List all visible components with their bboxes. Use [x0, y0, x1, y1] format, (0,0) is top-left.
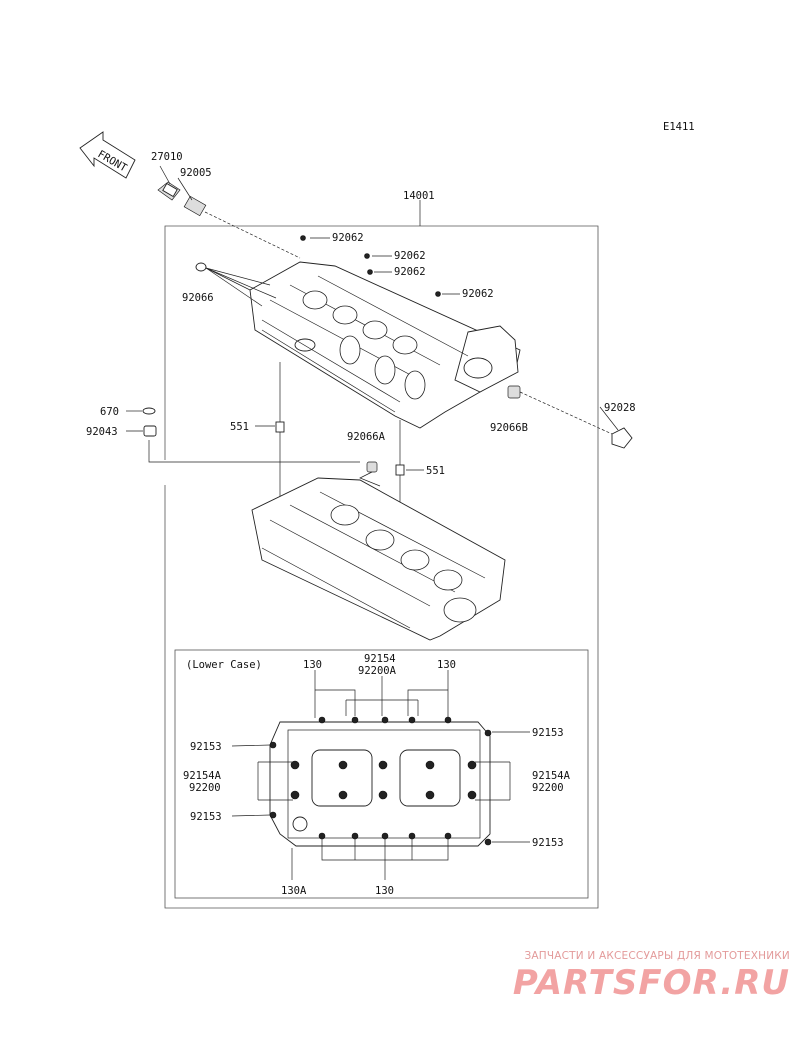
label-92153-right-1: 92153	[532, 727, 564, 739]
front-arrow-icon: FRONT	[79, 131, 136, 179]
label-92062-a: 92062	[332, 232, 364, 244]
label-92154A-right: 92154A	[532, 770, 571, 782]
label-27010: 27010	[151, 151, 183, 163]
o-ring-670	[142, 407, 156, 415]
label-92200A-top: 92200A	[358, 665, 397, 677]
lower-case-inset-box	[174, 649, 589, 899]
label-92066: 92066	[182, 292, 214, 304]
label-551-b: 551	[426, 465, 445, 477]
watermark-logo: PARTSFOR.RU	[512, 963, 790, 1003]
label-92153-left-2: 92153	[190, 811, 222, 823]
label-14001: 14001	[403, 190, 435, 202]
upper-crankcase	[249, 235, 521, 429]
sensor-27010	[157, 181, 181, 201]
diagram-code: E1411	[663, 121, 695, 133]
inset-leader-lines	[231, 670, 530, 880]
sleeve-92005	[183, 195, 207, 217]
plug-92028	[611, 427, 633, 449]
label-92200-left: 92200	[189, 782, 221, 794]
plug-92066A	[366, 461, 378, 473]
dowel-92066	[195, 262, 277, 307]
lower-case-plan-view	[269, 716, 492, 847]
label-92062-d: 92062	[462, 288, 494, 300]
label-92062-b: 92062	[394, 250, 426, 262]
label-92066B: 92066B	[490, 422, 528, 434]
callout-labels: 27010 92005 14001 92062 92062 92062 9206…	[86, 151, 636, 897]
label-92028: 92028	[604, 402, 636, 414]
lower-crankcase	[251, 477, 506, 641]
main-leader-lines	[126, 237, 619, 471]
label-92066A: 92066A	[347, 431, 386, 443]
dowel-pin-551-b	[395, 464, 405, 476]
label-130-top-right: 130	[437, 659, 456, 671]
label-92200-right: 92200	[532, 782, 564, 794]
label-92062-c: 92062	[394, 266, 426, 278]
inset-title: (Lower Case)	[186, 659, 262, 671]
label-92154A-left: 92154A	[183, 770, 222, 782]
label-92005: 92005	[180, 167, 212, 179]
label-551-a: 551	[230, 421, 249, 433]
label-92153-left-1: 92153	[190, 741, 222, 753]
plug-92066B	[507, 385, 521, 399]
assembly-frame	[164, 200, 599, 909]
label-670: 670	[100, 406, 119, 418]
filter-92043	[143, 425, 157, 437]
label-92153-right-2: 92153	[532, 837, 564, 849]
watermark-tagline: ЗАПЧАСТИ И АКСЕССУАРЫ ДЛЯ МОТОТЕХНИКИ	[524, 950, 790, 962]
label-92043: 92043	[86, 426, 118, 438]
label-130-bottom: 130	[375, 885, 394, 897]
label-130-top-left: 130	[303, 659, 322, 671]
label-130A: 130A	[281, 885, 307, 897]
dowel-pin-551-a	[275, 421, 285, 433]
label-92154-top: 92154	[364, 653, 396, 665]
